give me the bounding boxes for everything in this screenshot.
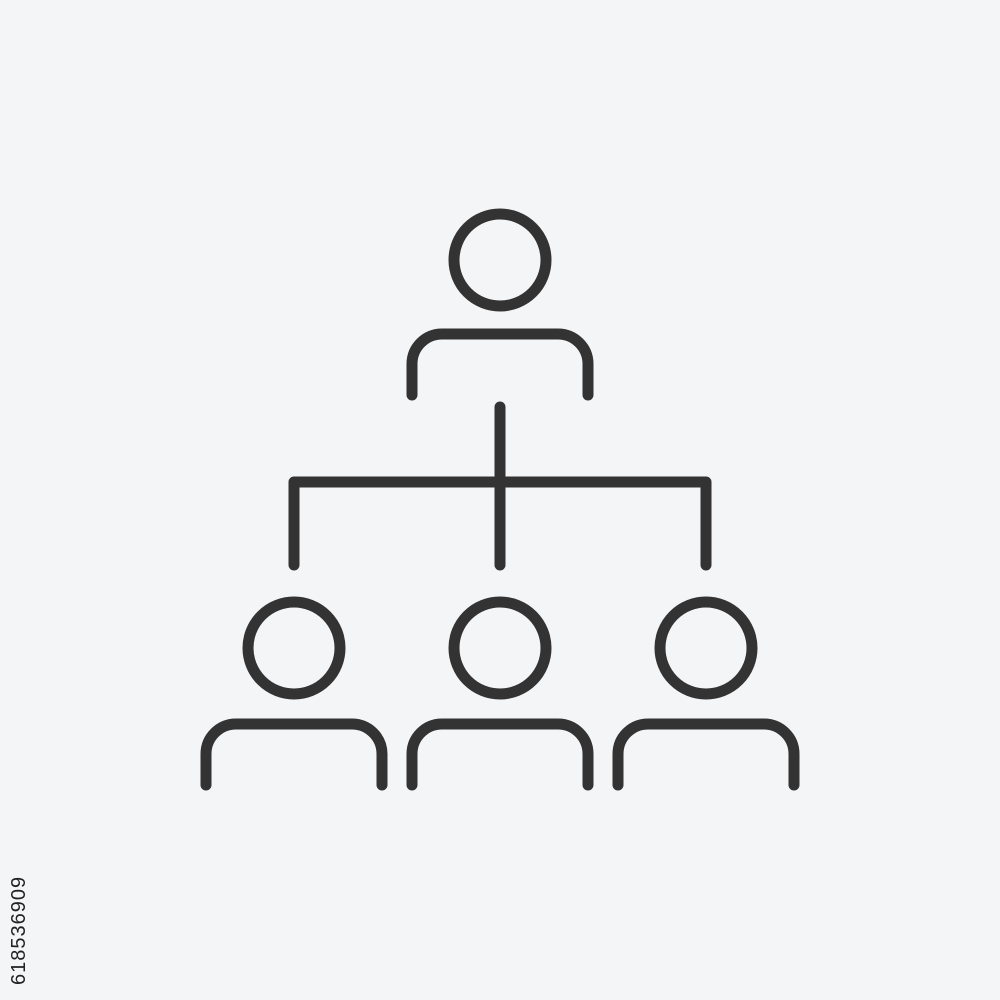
bottom-right-person-icon: [612, 596, 800, 791]
bottom-right-person-shoulders: [612, 718, 800, 791]
connector-crossbar: [288, 476, 712, 571]
bottom-left-person-icon: [200, 596, 388, 791]
top-person-icon: [406, 208, 594, 401]
top-person-shoulders: [406, 328, 594, 401]
top-person-head: [448, 208, 552, 312]
connector-lines: [288, 401, 712, 571]
bottom-right-person-head: [654, 596, 758, 700]
bottom-center-person-shoulders: [406, 718, 594, 791]
bottom-center-person-head: [448, 596, 552, 700]
bottom-left-person-head: [242, 596, 346, 700]
bottom-left-person-shoulders: [200, 718, 388, 791]
stock-image-id: 618536909: [8, 875, 30, 985]
bottom-center-person-icon: [406, 596, 594, 791]
